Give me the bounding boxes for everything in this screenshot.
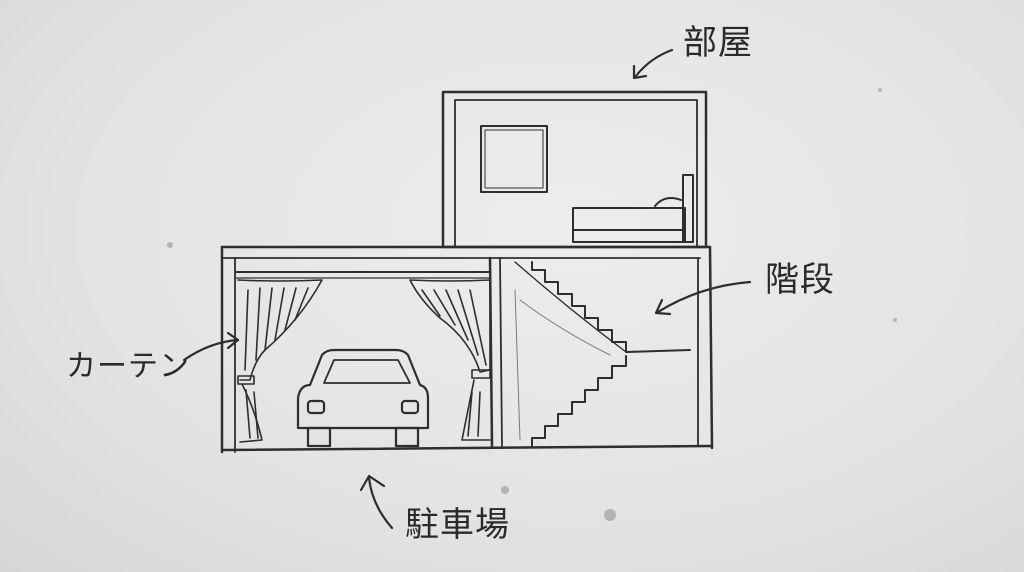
label-stairs: 階段 (765, 260, 835, 300)
upper-room (441, 90, 708, 249)
curtain-right (409, 279, 491, 441)
smudges (167, 88, 897, 521)
staircase (514, 261, 691, 447)
car-icon (296, 348, 430, 448)
bed-icon (572, 174, 694, 243)
curtain-rod (235, 271, 491, 279)
curtain-left (237, 279, 323, 443)
label-room: 部屋 (683, 23, 753, 63)
label-curtain: カーテン (66, 349, 190, 384)
window-icon (480, 125, 548, 193)
arrow-room (632, 48, 674, 80)
label-parking: 駐車場 (405, 505, 510, 545)
arrow-stairs (654, 280, 752, 316)
arrow-curtain (182, 331, 240, 362)
arrow-parking (359, 474, 394, 530)
